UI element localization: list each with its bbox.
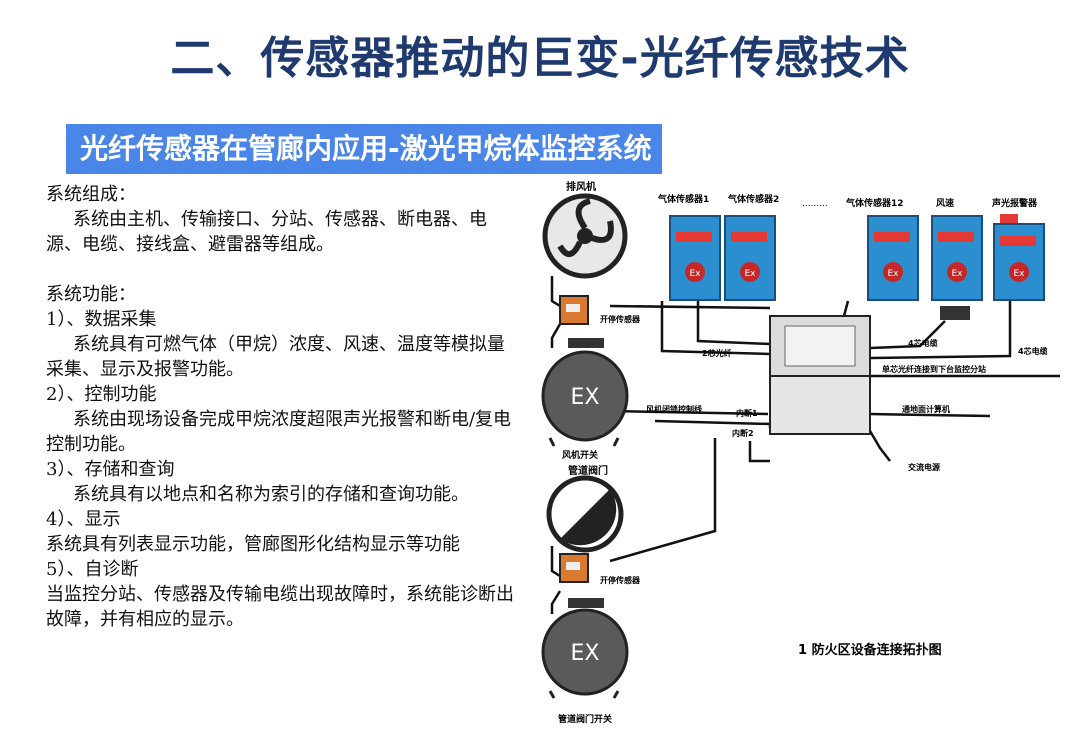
stop-sensor-1-label: 开停传感器 xyxy=(600,314,641,324)
stop-sensor-1-icon xyxy=(559,295,589,325)
output-1-label: 内断1 xyxy=(736,408,758,418)
ellipsis-label: ......... xyxy=(802,199,828,209)
description-text: 系统组成： 系统由主机、传输接口、分站、传感器、断电器、电源、电缆、接线盒、避雷… xyxy=(46,182,516,632)
stop-sensor-2-icon xyxy=(559,553,589,583)
wind-speed-label: 风速 xyxy=(936,197,954,209)
gas-sensor-12-icon xyxy=(867,215,919,301)
sensor-2-label: 气体传感器2 xyxy=(727,193,779,205)
function-2-body: 系统由现场设备完成甲烷浓度超限声光报警和断电/复电控制功能。 xyxy=(46,409,512,455)
valve-switch-ex-mark: EX xyxy=(571,641,600,666)
cable-4core-b-label: 4芯电缆 xyxy=(1018,346,1048,356)
fan-switch-ex-mark: EX xyxy=(571,385,600,410)
function-3-body: 系统具有以地点和名称为索引的存储和查询功能。 xyxy=(73,484,469,505)
substation-box-icon xyxy=(769,315,871,435)
gas-sensor-2-icon xyxy=(724,215,776,301)
function-5-title: 5）、自诊断 xyxy=(46,559,139,580)
cable-4core-a-label: 4芯电缆 xyxy=(908,338,938,348)
alarm-label: 声光报警器 xyxy=(991,197,1038,209)
gas-sensor-12-ex: Ex xyxy=(887,269,899,279)
sensor-12-label: 气体传感器12 xyxy=(845,197,904,209)
alarm-ex: Ex xyxy=(1013,269,1025,279)
fiber-2core-label: 2芯光纤 xyxy=(702,348,732,358)
fan-switch-label: 风机开关 xyxy=(562,449,598,461)
function-3-title: 3）、存储和查询 xyxy=(46,459,175,480)
wind-speed-sensor-icon xyxy=(931,215,983,320)
stop-sensor-2-label: 开停传感器 xyxy=(600,575,641,585)
topology-diagram: 排风机 开停传感器 EX 风机开关 管道阀门 开停传感器 EX 管道阀 xyxy=(541,180,1060,725)
alarm-device-icon xyxy=(993,214,1045,301)
exhaust-fan-icon xyxy=(542,193,628,279)
valve-switch-label: 管道阀门开关 xyxy=(558,713,612,725)
wind-speed-ex: Ex xyxy=(951,269,963,279)
section-banner: 光纤传感器在管廊内应用-激光甲烷体监控系统 xyxy=(66,124,662,174)
composition-body: 系统由主机、传输接口、分站、传感器、断电器、电源、电缆、接线盒、避雷器等组成。 xyxy=(46,209,487,255)
pipe-valve-icon xyxy=(546,475,624,553)
function-heading: 系统功能： xyxy=(46,284,136,305)
sensor-1-label: 气体传感器1 xyxy=(657,193,709,205)
diagram-caption: 1 防火区设备连接拓扑图 xyxy=(798,642,942,658)
function-1-body: 系统具有可燃气体（甲烷）浓度、风速、温度等模拟量采集、显示及报警功能。 xyxy=(46,334,505,380)
gas-sensor-1-ex: Ex xyxy=(689,269,701,279)
fan-switch-icon xyxy=(541,338,629,447)
function-4-title: 4）、显示 xyxy=(46,509,121,530)
gas-sensor-2-ex: Ex xyxy=(744,269,756,279)
gas-sensor-1-icon xyxy=(669,215,721,301)
pipe-valve-label: 管道阀门 xyxy=(568,464,608,477)
ac-power-label: 交流电源 xyxy=(908,462,940,472)
to-computer-label: 通地面计算机 xyxy=(902,404,950,414)
fan-lock-label: 风机闭锁控制线 xyxy=(646,404,702,414)
composition-heading: 系统组成： xyxy=(46,184,136,205)
function-1-title: 1）、数据采集 xyxy=(46,309,157,330)
fiber-next-label: 单芯光纤连接到下台监控分站 xyxy=(882,364,986,374)
function-2-title: 2）、控制功能 xyxy=(46,384,157,405)
function-5-body: 当监控分站、传感器及传输电缆出现故障时，系统能诊断出故障，并有相应的显示。 xyxy=(46,584,514,630)
page-title: 二、传感器推动的巨变-光纤传感技术 xyxy=(170,33,910,84)
exhaust-fan-label: 排风机 xyxy=(566,180,596,193)
output-2-label: 内断2 xyxy=(732,428,754,438)
function-4-body: 系统具有列表显示功能，管廊图形化结构显示等功能 xyxy=(46,534,460,555)
valve-switch-icon xyxy=(541,598,629,699)
